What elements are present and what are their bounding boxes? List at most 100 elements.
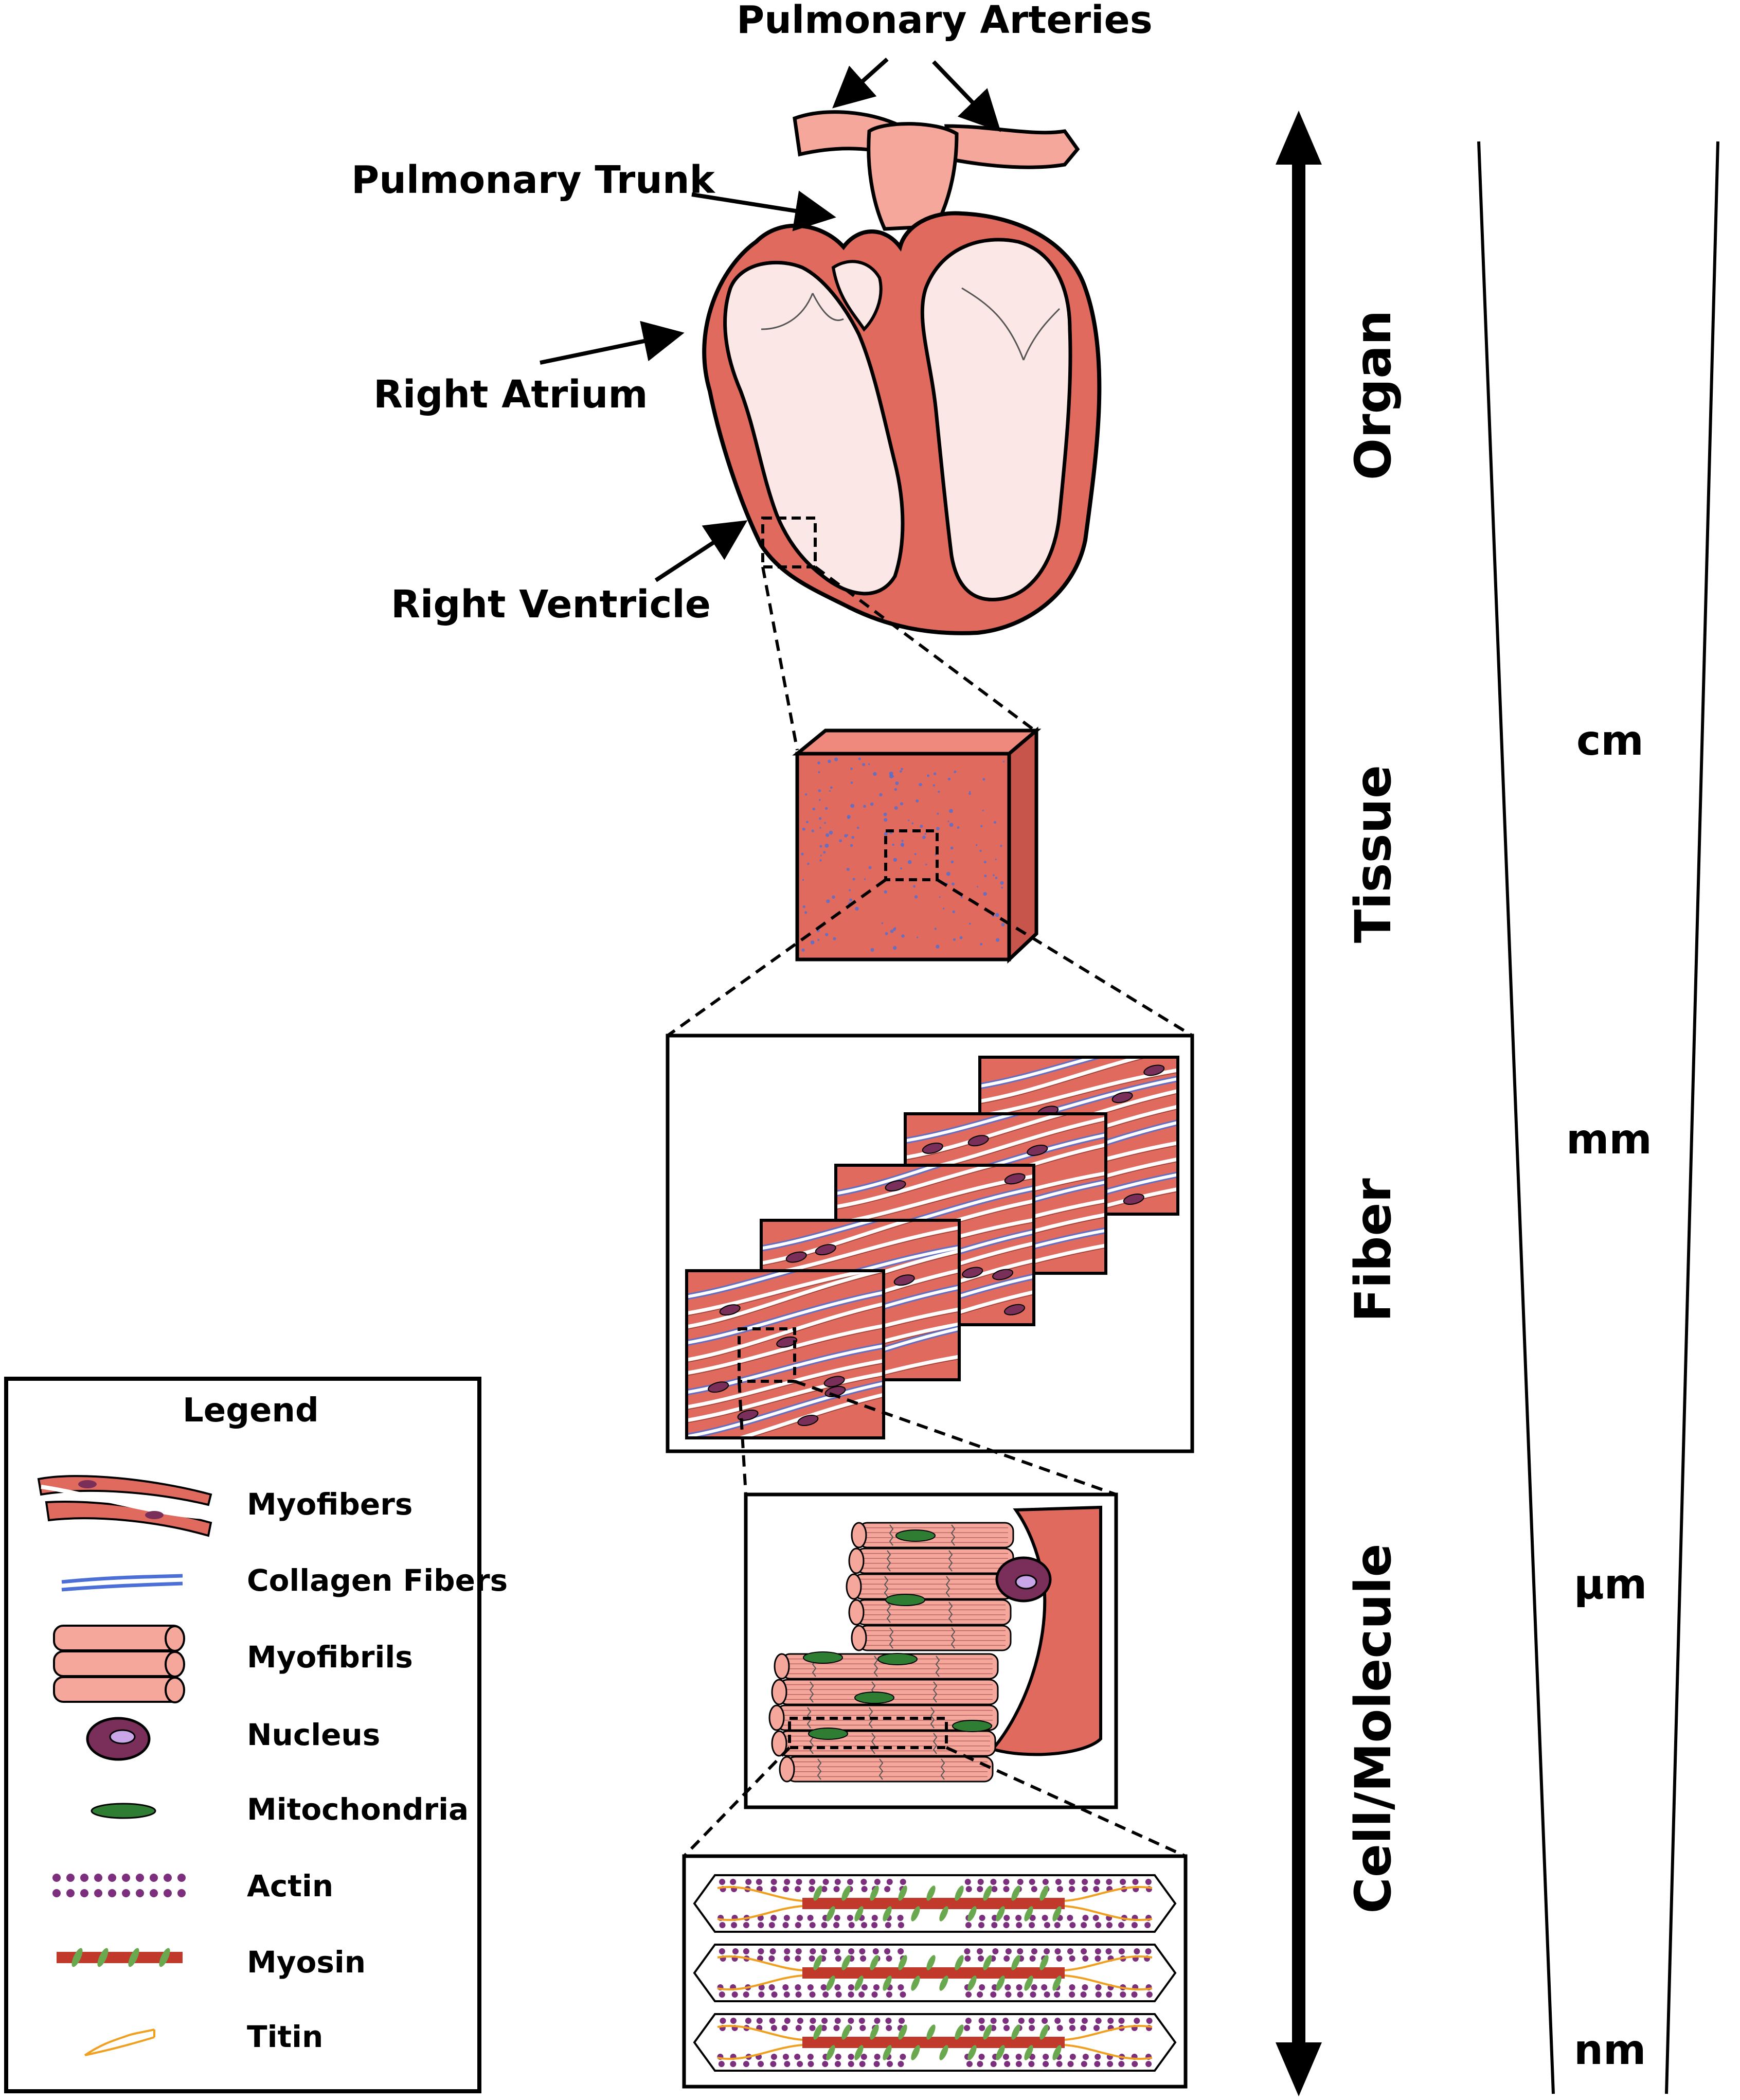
myofibril-bundle [768, 1522, 1014, 1783]
speckle [901, 844, 904, 847]
speckle [885, 932, 888, 935]
heart-organ [702, 110, 1102, 635]
speckle [884, 832, 888, 836]
legend-actin-icon [52, 1874, 186, 1897]
speckle [960, 896, 963, 899]
speckle [900, 867, 903, 869]
speckle [933, 772, 937, 775]
sarcomere [693, 1874, 1177, 1933]
myofibril [851, 1522, 1014, 1549]
speckle [1000, 881, 1004, 885]
cube-side [1007, 726, 1038, 964]
level-cell-molecule: Cell/Molecule [1344, 1543, 1402, 1914]
speckle [817, 761, 820, 764]
speckle [870, 802, 874, 806]
myofibril [779, 1756, 994, 1783]
zoom-line [761, 566, 799, 751]
legend-nucleus-icon [86, 1717, 151, 1761]
speckle [801, 852, 804, 856]
speckle [804, 911, 808, 914]
speckle [849, 889, 851, 892]
speckle [995, 877, 998, 879]
speckle [824, 933, 829, 936]
level-organ: Organ [1344, 310, 1402, 480]
myofibril [848, 1599, 1012, 1626]
speckle [864, 878, 866, 880]
unit-nm: nm [1574, 2026, 1646, 2074]
speckle [863, 805, 866, 808]
speckle [995, 913, 999, 917]
speckle [832, 895, 835, 899]
speckle [995, 938, 1000, 942]
label-pulmonary-arteries: Pulmonary Arteries [737, 0, 1153, 42]
fiber-zoom-box [738, 1327, 796, 1383]
heart-valve-left [761, 293, 844, 330]
unit-cm: cm [1576, 717, 1644, 764]
speckle [982, 809, 984, 812]
legend-collagen-icon [61, 1574, 183, 1592]
speckle [1001, 886, 1003, 889]
legend-label-mitochondria: Mitochondria [247, 1792, 469, 1827]
speckle [892, 946, 897, 950]
speckle [914, 895, 918, 899]
speckle [868, 763, 870, 766]
speckle [834, 757, 838, 761]
speckle [856, 826, 859, 829]
speckle [833, 937, 836, 940]
speckle [1000, 845, 1002, 847]
legend-myosin-icon [57, 1948, 183, 1967]
legend-label-titin: Titin [247, 2019, 324, 2054]
speckle [979, 849, 982, 852]
speckle [818, 789, 821, 792]
label-right-ventricle: Right Ventricle [391, 582, 711, 627]
speckle [829, 790, 831, 792]
sarcomere-panel [682, 1854, 1188, 2089]
speckle [894, 788, 898, 791]
speckle [879, 793, 883, 797]
speckle [851, 835, 855, 839]
myofibril [771, 1730, 996, 1757]
speckle [893, 858, 898, 862]
speckle [901, 934, 905, 938]
speckle [852, 878, 855, 881]
cube-front [795, 752, 1011, 962]
sarcomere-rows [693, 1874, 1177, 2072]
speckle [922, 835, 926, 840]
speckle [811, 829, 814, 832]
speckle [884, 890, 887, 894]
zoom-line [814, 565, 1036, 732]
sarcomere [693, 2013, 1177, 2072]
speckle [850, 804, 855, 808]
speckle [850, 767, 853, 770]
speckle [846, 867, 850, 871]
label-right-atrium: Right Atrium [373, 372, 648, 417]
speckle [819, 827, 821, 829]
speckle [823, 851, 826, 854]
speckle [819, 859, 822, 862]
speckle [954, 770, 957, 773]
speckle [901, 768, 903, 770]
speckle [802, 827, 805, 831]
speckle [849, 898, 853, 902]
speckle [820, 855, 822, 857]
speckle [802, 905, 805, 909]
speckle [873, 772, 877, 776]
speckle [975, 844, 978, 846]
speckle [911, 822, 914, 825]
speckle [817, 938, 820, 941]
speckle [980, 825, 983, 828]
arrow-right-atrium [540, 321, 685, 365]
speckle [901, 840, 904, 842]
zoom-line [945, 1746, 1187, 1858]
speckle [894, 806, 898, 810]
myofiber-card [685, 1269, 885, 1439]
level-tissue: Tissue [1344, 764, 1402, 944]
legend-myofibers-icon [37, 1475, 212, 1537]
speckle [980, 942, 983, 946]
speckle [937, 812, 939, 815]
speckle [804, 793, 808, 796]
speckle [995, 858, 997, 861]
scale-arrow-head-bottom [1276, 2042, 1322, 2096]
speckle [850, 781, 853, 784]
